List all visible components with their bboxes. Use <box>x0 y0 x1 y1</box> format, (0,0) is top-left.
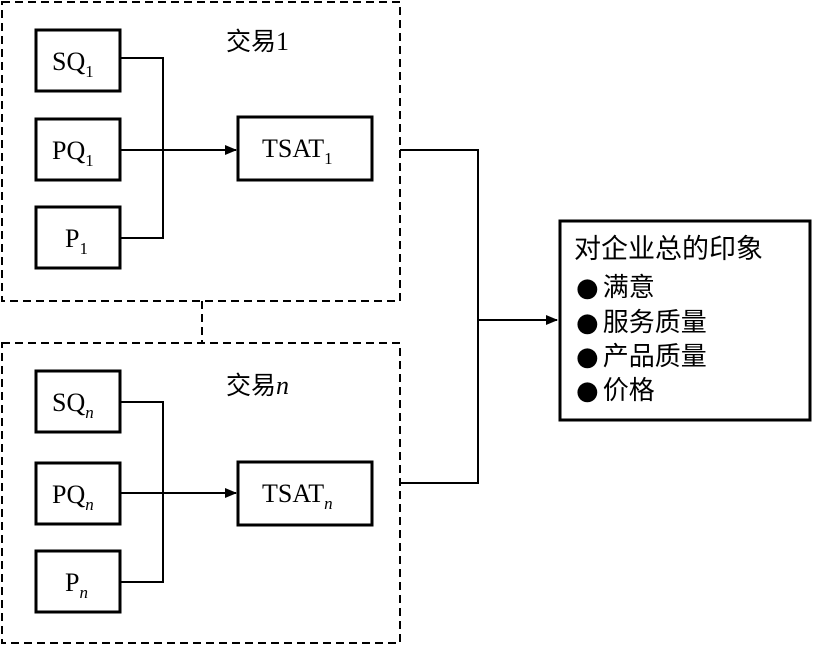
input-box-sq1 <box>34 28 122 93</box>
transaction-n-frame <box>1 342 401 644</box>
input-box-pq1 <box>34 117 122 182</box>
input-box-p1 <box>34 205 122 270</box>
transaction-1-frame <box>1 1 401 302</box>
transaction-1-title: 交易1 <box>226 27 289 56</box>
input-label-p1: P1 <box>65 224 88 258</box>
input-label-sqn: SQn <box>52 388 94 422</box>
output-box-tsatn <box>236 460 374 527</box>
connector-groupn-to-merge <box>400 320 479 484</box>
output-label-tsatn: TSATn <box>262 479 333 513</box>
impression-item-price: ●价格 <box>576 376 655 406</box>
input-box-pn <box>34 549 122 614</box>
output-box-tsat1 <box>236 115 374 182</box>
impression-item-satisfaction: ●满意 <box>576 273 655 303</box>
connector-sqn <box>120 401 164 493</box>
impression-title: 对企业总的印象 <box>574 234 763 265</box>
input-label-pn: Pn <box>65 568 88 602</box>
connector-sq1 <box>120 57 164 150</box>
input-box-sqn <box>34 369 122 434</box>
input-label-pqn: PQn <box>52 480 94 514</box>
output-label-tsat1: TSAT1 <box>262 134 333 168</box>
connector-p1 <box>120 150 164 239</box>
input-label-sq1: SQ1 <box>52 47 94 81</box>
input-label-pq1: PQ1 <box>52 136 94 170</box>
impression-item-product-quality: ●产品质量 <box>576 342 707 372</box>
transaction-n-title: 交易n <box>226 371 289 400</box>
input-box-pqn <box>34 461 122 526</box>
impression-item-service-quality: ●服务质量 <box>576 308 707 338</box>
connector-group1-to-merge <box>400 149 479 320</box>
impression-box <box>558 219 812 422</box>
connector-pn <box>120 493 164 583</box>
